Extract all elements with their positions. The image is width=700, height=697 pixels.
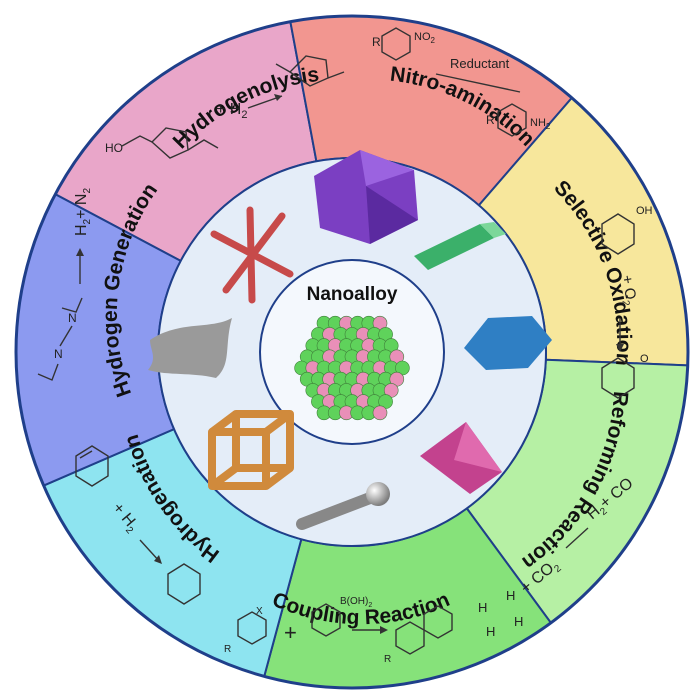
hydrogenolysis-arrowhead	[274, 94, 282, 101]
biphenyl-ring-2	[423, 605, 453, 639]
star-rods-shape	[210, 206, 294, 304]
aryl-halide-r: R	[224, 644, 231, 655]
chem-hydrogenolysis: HO + H2	[105, 55, 345, 159]
biphenyl-r: R	[384, 654, 391, 665]
hgen-arrowhead	[76, 248, 84, 256]
octahedron-face-light	[454, 422, 502, 472]
o2-reagent: + O2	[615, 274, 640, 308]
methane-h3: H	[506, 588, 515, 603]
reforming-arrow	[565, 527, 589, 549]
sphere-rod-shape	[296, 482, 390, 530]
nitro-group: NO2	[414, 31, 436, 45]
dmf-methyl-left	[275, 63, 291, 73]
aryl-halide-ring	[237, 611, 267, 645]
outer-ring	[14, 14, 690, 690]
chem-selective-oxidation: OH + O2 O	[601, 205, 653, 399]
hmf-chain	[121, 135, 153, 147]
dmf-methyl-right	[327, 71, 345, 79]
outer-ring-border	[14, 14, 690, 690]
dmf-furan-ring	[288, 55, 329, 87]
icosahedron-face-top	[360, 150, 414, 186]
boronic-acid-ring	[311, 603, 341, 637]
hydroxyl-label: HO	[105, 141, 123, 155]
sheet-body	[148, 318, 232, 378]
icosahedron-shape	[314, 150, 418, 244]
oxidation-arrowhead	[616, 344, 624, 352]
prism-shape	[414, 222, 506, 270]
cube-frame-shape	[208, 410, 294, 490]
hydroxyl-group: OH	[636, 205, 653, 217]
aryl-halide-x: X	[256, 606, 263, 617]
chem-coupling-reaction: X R + B(OH)2 R	[224, 596, 453, 665]
nitro-arrow	[435, 73, 521, 93]
boronic-acid-group: B(OH)2	[340, 596, 372, 609]
n-n-bond	[59, 325, 73, 347]
octahedron-shape	[420, 422, 502, 494]
rod-body	[296, 492, 376, 530]
hexagon-plate-shape	[464, 316, 552, 370]
cube-edge-4	[263, 464, 293, 490]
prism-end	[480, 222, 506, 238]
aniline-ring	[497, 103, 527, 137]
h2-reagent: + H2	[216, 101, 247, 121]
hmf-aldehyde	[187, 139, 219, 151]
coupling-arrowhead	[380, 626, 388, 634]
rod-sphere-tip	[366, 482, 390, 506]
star-rod-3	[246, 206, 256, 304]
chem-hydrogen-generation: N N H2+ N2	[37, 188, 93, 381]
hmf-furan-ring	[150, 127, 189, 159]
hydrazine-methyls-1	[37, 363, 59, 381]
hydrazine-methyls-2	[61, 297, 83, 313]
cube-edge-3	[209, 464, 239, 490]
amine-group: NH2	[530, 117, 551, 131]
hydrogenation-arrowhead	[154, 555, 162, 564]
ketone-group: O	[640, 353, 649, 365]
methane-h4: H	[514, 614, 523, 629]
icosahedron-face-bottom	[366, 186, 418, 244]
hydrazine-n1: N	[54, 347, 63, 361]
hexagon-plate	[464, 316, 552, 370]
hydrazine-n2: N	[68, 311, 77, 325]
chem-nitro-amination: R NO2 Reductant R NH2	[372, 27, 551, 137]
nanoalloy-particle	[294, 315, 410, 421]
cyclohexane-ring	[167, 563, 201, 605]
nitro-r1: R	[372, 35, 381, 49]
amine-r2: R	[486, 113, 495, 127]
center-title: Nanoalloy	[307, 284, 398, 305]
reductant-label: Reductant	[450, 56, 510, 71]
biphenyl-ring-1	[395, 621, 425, 655]
cube-back-face	[232, 410, 294, 472]
cube-edge-2	[263, 410, 293, 436]
cyclohexene-double-bond	[79, 450, 93, 459]
prism-body	[414, 224, 494, 270]
sheet-shape	[148, 318, 232, 378]
nitrobenzene-ring	[381, 27, 411, 61]
methane-h1: H	[478, 600, 487, 615]
cyclohexanol-ring	[601, 213, 635, 255]
cyclohexene-ring	[75, 445, 109, 487]
hgen-product: H2+ N2	[73, 188, 93, 236]
methane-h2: H	[486, 624, 495, 639]
nanoalloy-atom	[372, 405, 388, 421]
coupling-plus: +	[284, 620, 297, 645]
cube-edge-1	[209, 410, 239, 436]
cyclohexanone-ring	[601, 357, 635, 399]
cube-frame-body	[208, 410, 294, 490]
